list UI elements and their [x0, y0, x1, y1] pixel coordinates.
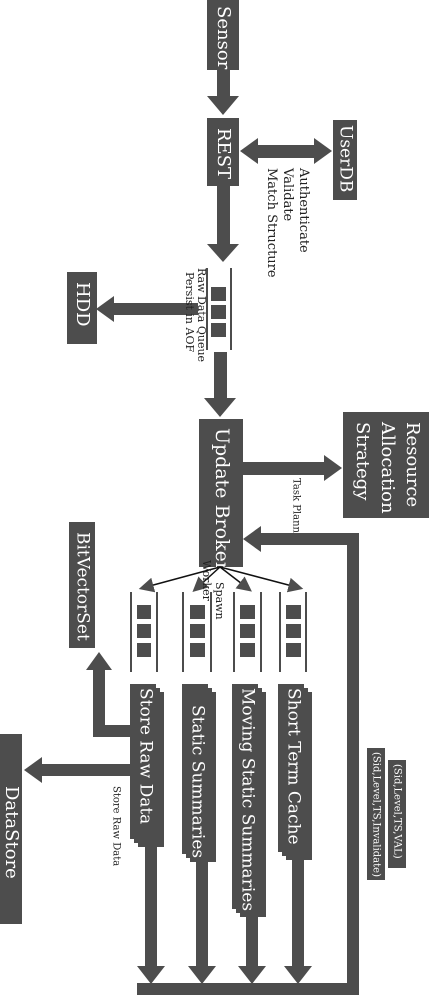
short-term-cache-node: Short Term Cache — [278, 684, 312, 860]
update-broker-node: Update Broker — [199, 419, 243, 572]
resource-label: Resource — [402, 422, 423, 507]
moving-static-summaries-node: Moving Static Summaries — [232, 684, 266, 917]
hdd-node: HDD — [67, 272, 97, 344]
moving-static-summaries-label: Moving Static Summaries — [238, 688, 258, 911]
static-summaries-label: Static Summaries — [188, 705, 208, 858]
bitvectorset-node: BitVectorSet — [69, 522, 95, 648]
worker-queue-4 — [279, 592, 307, 672]
hdd-label: HDD — [72, 282, 93, 327]
broker-to-resource-arrow: Task Planner — [243, 455, 342, 544]
store-raw-data-edge-label: Store Raw Data — [111, 786, 122, 866]
userdb-node: UserDB — [333, 120, 357, 200]
storeraw-to-datastore-arrow: Store Raw Data — [24, 757, 130, 866]
rest-node: REST — [207, 118, 239, 186]
sid-level-val-label: (Sid,Level,TS,VAL) — [392, 764, 403, 859]
strategy-label: Strategy — [352, 422, 373, 501]
resource-allocation-node: Resource Allocation Strategy — [343, 412, 429, 518]
sensor-node: Sensor — [207, 0, 239, 70]
auth-steps-labels: Authenticate Validate Match Structure — [264, 167, 311, 278]
match-structure-label: Match Structure — [264, 168, 279, 278]
worker-queue-1 — [130, 592, 158, 672]
rest-label: REST — [213, 128, 234, 179]
queue-to-hdd-arrow: Persist in AOF — [96, 272, 198, 352]
sensor-label: Sensor — [213, 6, 234, 70]
rest-to-queue-arrow — [207, 186, 239, 262]
rest-userdb-arrow — [240, 138, 332, 164]
bitvectorset-label: BitVectorSet — [73, 532, 93, 641]
storeraw-to-bitvectorset-arrow — [86, 652, 131, 737]
worker-outputs — [137, 846, 312, 984]
queue-to-broker-arrow — [204, 352, 236, 417]
sid-level-invalidate-label: (Sid,Level,TS,Invalidate) — [371, 752, 382, 877]
store-raw-data-label: Store Raw Data — [136, 688, 156, 824]
store-raw-data-node: Store Raw Data — [130, 684, 164, 847]
worker-queue-2 — [182, 592, 212, 672]
validate-label: Validate — [280, 167, 295, 222]
raw-data-queue-label: Raw Data Queue — [195, 268, 208, 362]
spawn-label: Spawn — [213, 582, 226, 620]
datastore-label: DataStore — [1, 786, 22, 879]
update-broker-label: Update Broker — [211, 428, 233, 572]
allocation-label: Allocation — [377, 421, 398, 514]
worker-queue-3 — [233, 592, 262, 672]
persist-label: Persist in AOF — [183, 272, 196, 352]
static-summaries-node: Static Summaries — [182, 684, 216, 862]
sensor-to-rest-arrow — [207, 70, 239, 115]
tuple-label-invalidate: (Sid,Level,TS,Invalidate) — [367, 748, 385, 880]
datastore-node: DataStore — [0, 734, 22, 924]
authenticate-label: Authenticate — [296, 167, 311, 253]
raw-data-queue: Raw Data Queue — [195, 268, 232, 362]
spawn-worker-lines: Spawn Worker — [138, 560, 304, 620]
worker-label: Worker — [200, 560, 213, 602]
short-term-cache-label: Short Term Cache — [284, 688, 304, 845]
feedback-loop — [137, 526, 359, 995]
userdb-label: UserDB — [336, 125, 356, 192]
task-planner-label: Task Planner — [291, 478, 302, 544]
tuple-label-val: (Sid,Level,TS,VAL) — [388, 760, 406, 868]
